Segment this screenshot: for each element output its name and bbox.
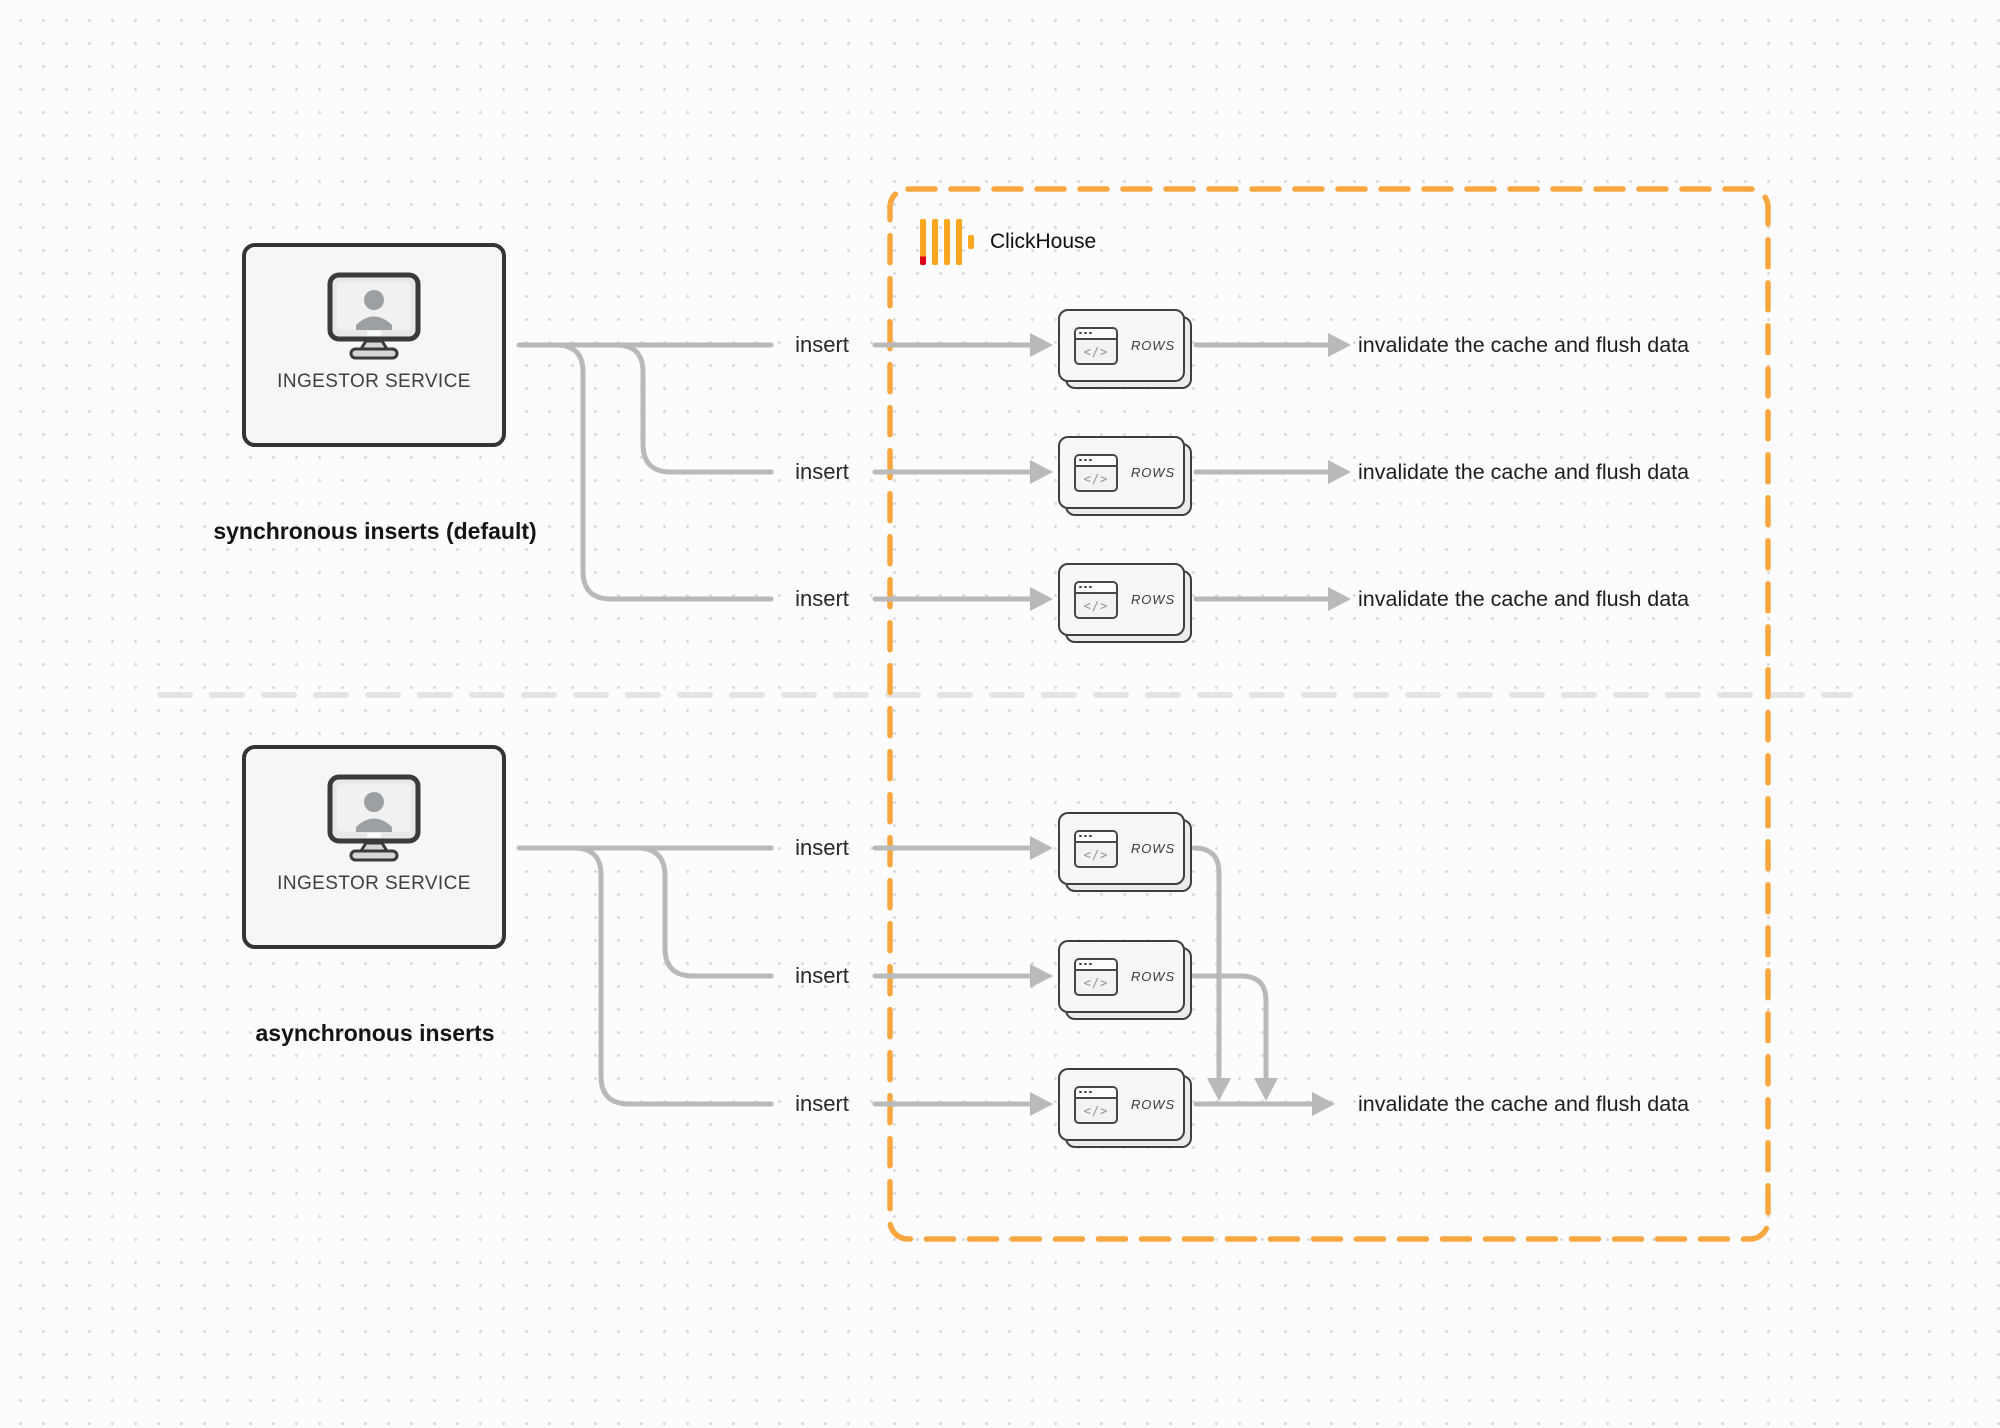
clickhouse-logo-bar (968, 235, 974, 249)
clickhouse-logo-bar (944, 219, 950, 265)
code-window-icon: </> (1074, 326, 1118, 365)
insert-label: insert (795, 835, 849, 860)
async-merge-line2 (1191, 973, 1269, 1079)
monitor-user-icon (327, 272, 421, 360)
monitor-user-icon (327, 774, 421, 862)
code-window-icon: </> (1074, 580, 1118, 619)
clickhouse-logo-bar (956, 219, 962, 265)
arrowhead (1328, 333, 1351, 357)
insert-label: insert (795, 459, 849, 484)
insert-label: insert (795, 1091, 849, 1116)
clickhouse-logo-bar (932, 219, 938, 265)
rows-card-label: ROWS (1131, 465, 1176, 480)
rows-card: </> ROWS (1058, 1068, 1192, 1148)
arrowhead (1328, 587, 1351, 611)
arrowhead (1030, 460, 1053, 484)
async-line-row2 (634, 845, 774, 979)
async-line-row3 (571, 845, 774, 1107)
rows-card: </> ROWS (1058, 309, 1192, 389)
rows-card-label: ROWS (1131, 969, 1176, 984)
sync-line-row3 (553, 342, 774, 602)
code-window-icon: </> (1074, 453, 1118, 492)
insert-label: insert (795, 586, 849, 611)
code-window-icon: </> (1074, 1085, 1118, 1124)
clickhouse-boundary (887, 186, 1771, 1242)
result-label: invalidate the cache and flush data (1358, 1092, 1690, 1116)
async-caption: asynchronous inserts (255, 1020, 495, 1046)
clickhouse-logo-bar (920, 219, 926, 265)
insert-label: insert (795, 332, 849, 357)
rows-card: </> ROWS (1058, 563, 1192, 643)
arrowhead (1030, 1092, 1053, 1116)
arrowhead (1312, 1092, 1335, 1116)
arrowhead (1030, 333, 1053, 357)
clickhouse-title: ClickHouse (990, 230, 1097, 253)
code-window-icon: </> (1074, 829, 1118, 868)
rows-card-label: ROWS (1131, 1097, 1176, 1112)
rows-card-label: ROWS (1131, 841, 1176, 856)
result-label: invalidate the cache and flush data (1358, 333, 1690, 357)
rows-card: </> ROWS (1058, 436, 1192, 516)
sync-caption: synchronous inserts (default) (213, 518, 537, 544)
service-box-label: INGESTOR SERVICE (277, 371, 471, 392)
person-icon (364, 290, 384, 310)
arrowhead (1030, 836, 1053, 860)
insert-label: insert (795, 963, 849, 988)
ingestor-service-box-sync: INGESTOR SERVICE (242, 243, 506, 447)
arrowhead-down (1207, 1078, 1231, 1101)
arrowhead (1030, 964, 1053, 988)
arrowhead (1328, 460, 1351, 484)
arrowheads (1030, 333, 1351, 1116)
result-label: invalidate the cache and flush data (1358, 587, 1690, 611)
arrowhead (1030, 587, 1053, 611)
async-merge-line1 (1191, 845, 1222, 1079)
arrowhead-down (1254, 1078, 1278, 1101)
sync-line-row2 (613, 342, 774, 475)
rows-card: </> ROWS (1058, 812, 1192, 892)
result-label: invalidate the cache and flush data (1358, 460, 1690, 484)
rows-card: </> ROWS (1058, 940, 1192, 1020)
rows-card-label: ROWS (1131, 592, 1176, 607)
rows-card-label: ROWS (1131, 338, 1176, 353)
clickhouse-logo-icon (920, 219, 980, 265)
person-icon (364, 792, 384, 812)
service-box-label: INGESTOR SERVICE (277, 873, 471, 894)
ingestor-service-box-async: INGESTOR SERVICE (242, 745, 506, 949)
connector-lines (516, 342, 1331, 1107)
code-window-icon: </> (1074, 957, 1118, 996)
